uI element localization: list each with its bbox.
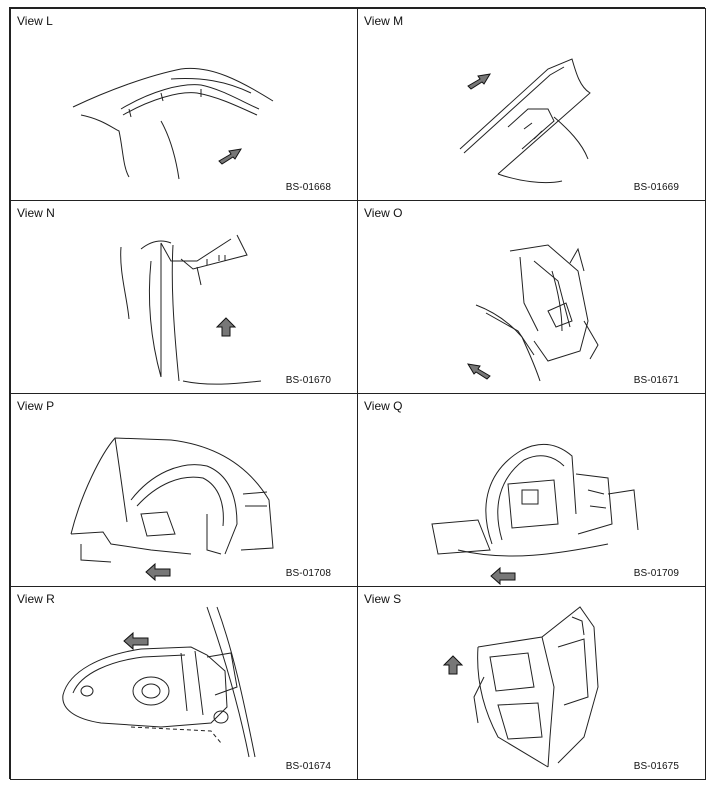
views-grid: View L BS-01668 View M [9,7,706,780]
view-r-panel: View R BS-01674 [10,586,358,780]
arrow-up-icon [215,317,237,337]
arrow-left-icon [490,566,516,586]
view-p-title: View P [17,399,55,413]
view-n-illustration [11,201,358,394]
view-r-code: BS-01674 [285,761,331,772]
view-s-illustration [358,587,706,780]
view-l-code: BS-01668 [285,182,331,193]
view-o-code: BS-01671 [633,375,679,386]
view-s-panel: View S BS-01675 [357,586,706,780]
view-p-panel: View P BS-01708 [10,393,358,587]
arrow-up-right-icon [467,73,491,90]
view-s-title: View S [364,592,402,606]
arrow-up-left-icon [467,363,491,380]
view-m-code: BS-01669 [633,182,679,193]
view-r-title: View R [17,592,55,606]
view-r-illustration [11,587,358,780]
arrow-up-icon [442,655,464,675]
view-q-illustration [358,394,706,587]
arrow-left-icon [123,631,149,651]
view-p-illustration [11,394,358,587]
arrow-left-icon [145,562,171,582]
view-o-panel: View O BS-01671 [357,200,706,394]
view-m-panel: View M BS-01669 [357,8,706,201]
view-m-title: View M [364,14,404,28]
view-l-illustration [11,9,358,201]
view-q-code: BS-01709 [633,568,679,579]
view-n-code: BS-01670 [285,375,331,386]
view-q-panel: View Q BS-01709 [357,393,706,587]
view-n-title: View N [17,206,55,220]
view-p-code: BS-01708 [285,568,331,579]
view-q-title: View Q [364,399,403,413]
view-m-illustration [358,9,706,201]
view-n-panel: View N BS-01670 [10,200,358,394]
view-l-title: View L [17,14,53,28]
arrow-up-right-icon [218,148,242,165]
view-l-panel: View L BS-01668 [10,8,358,201]
view-s-code: BS-01675 [633,761,679,772]
view-o-title: View O [364,206,403,220]
view-o-illustration [358,201,706,394]
